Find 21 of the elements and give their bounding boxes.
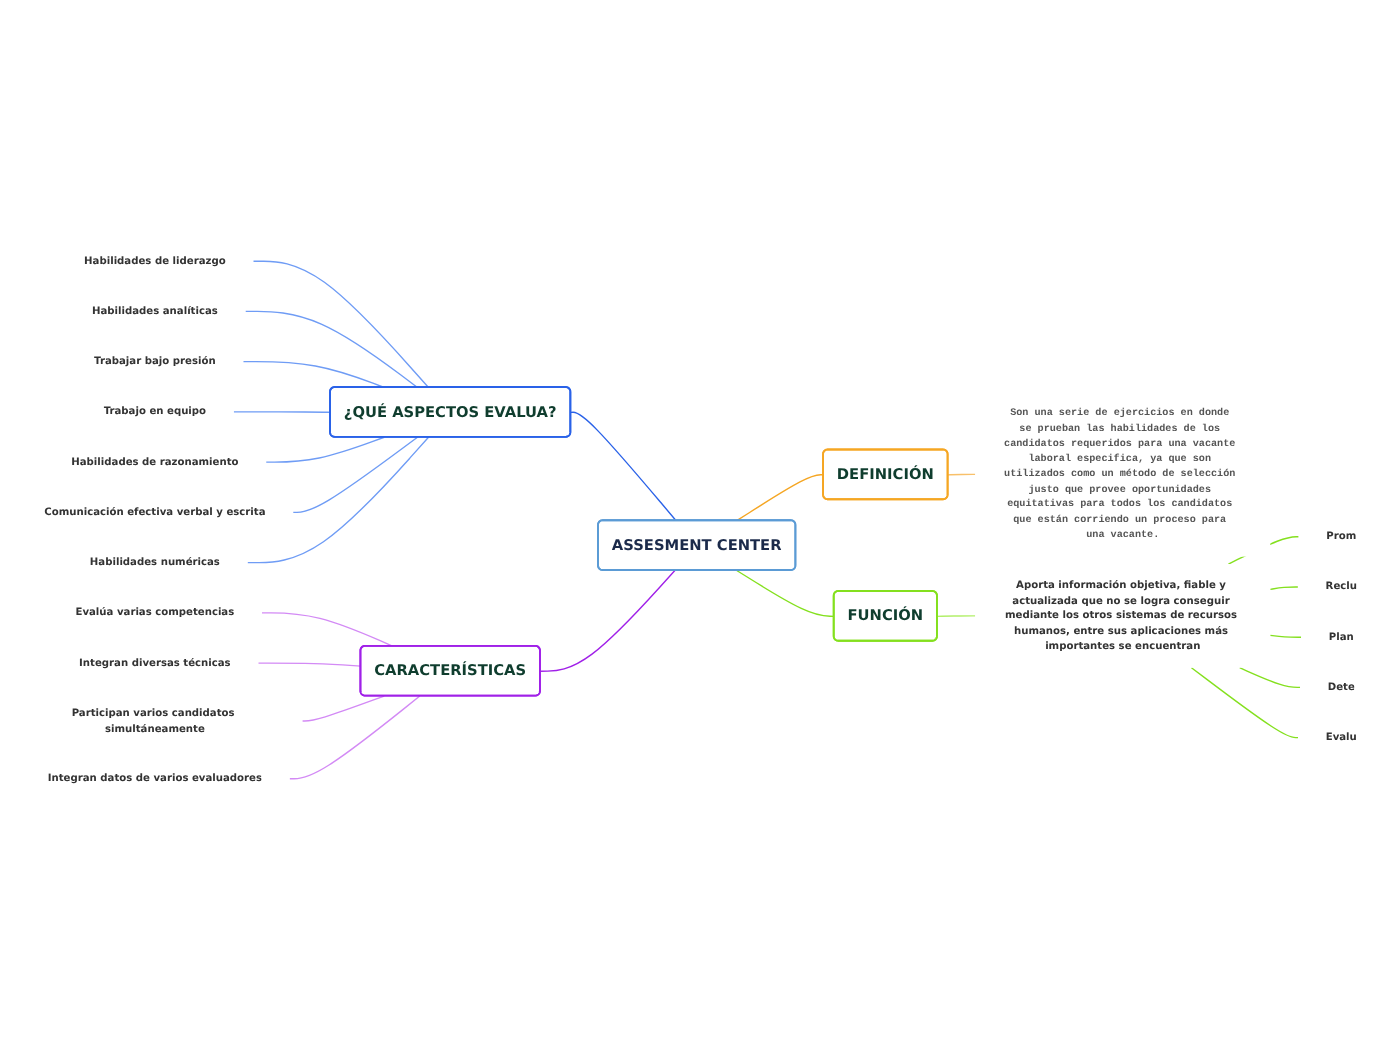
connector — [261, 612, 394, 647]
connector — [1238, 667, 1301, 689]
connector — [1269, 586, 1299, 591]
connector — [242, 361, 385, 389]
connector — [265, 436, 385, 463]
connector — [244, 310, 419, 389]
connector — [539, 569, 676, 672]
connector — [246, 436, 430, 564]
connector — [1269, 634, 1302, 638]
connector — [292, 436, 419, 514]
connector — [736, 474, 825, 522]
connector — [570, 411, 677, 522]
connector — [257, 662, 362, 667]
connector — [288, 695, 421, 780]
connector — [1190, 667, 1299, 739]
connector — [252, 260, 430, 389]
connector — [736, 569, 835, 618]
connector — [301, 695, 385, 722]
connector — [936, 615, 976, 618]
connector — [947, 473, 976, 476]
connector — [233, 411, 332, 414]
